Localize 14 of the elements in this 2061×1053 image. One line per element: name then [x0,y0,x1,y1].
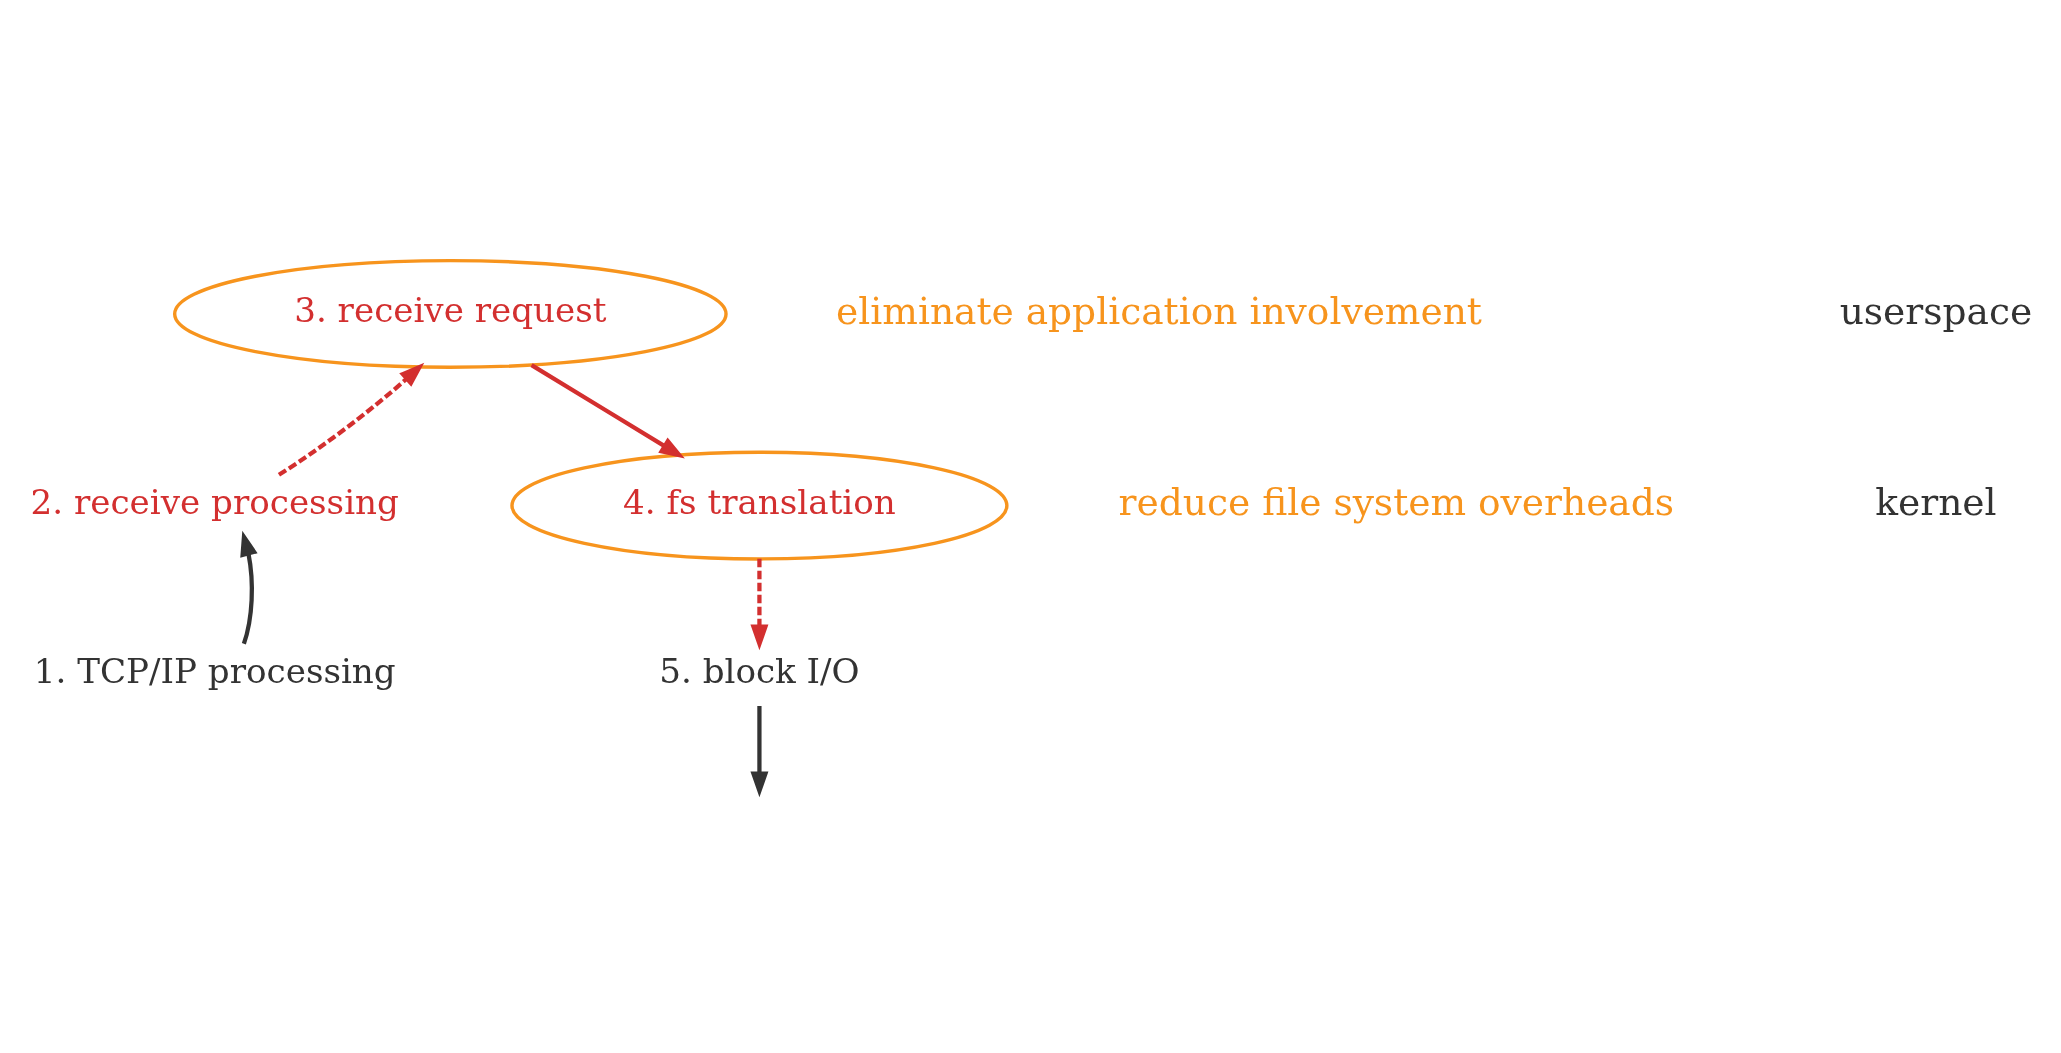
arrow [240,530,258,645]
label: userspace [1839,288,2033,333]
node-label: eliminate application involvement [836,288,1482,333]
arrow [750,706,769,798]
label: kernel [1875,480,1997,525]
node-label: reduce file system overheads [1118,480,1675,525]
arrow [277,362,425,477]
arrow [750,558,769,651]
node-ellipse: 3. receive request [173,258,728,369]
node-text: 1. TCP/IP processing [33,651,396,692]
node-text: 2. receive processing [30,482,399,523]
arrow [530,363,685,459]
node-ellipse: 4. fs translation [510,450,1009,561]
node-text: 5. block I/O [659,651,860,692]
